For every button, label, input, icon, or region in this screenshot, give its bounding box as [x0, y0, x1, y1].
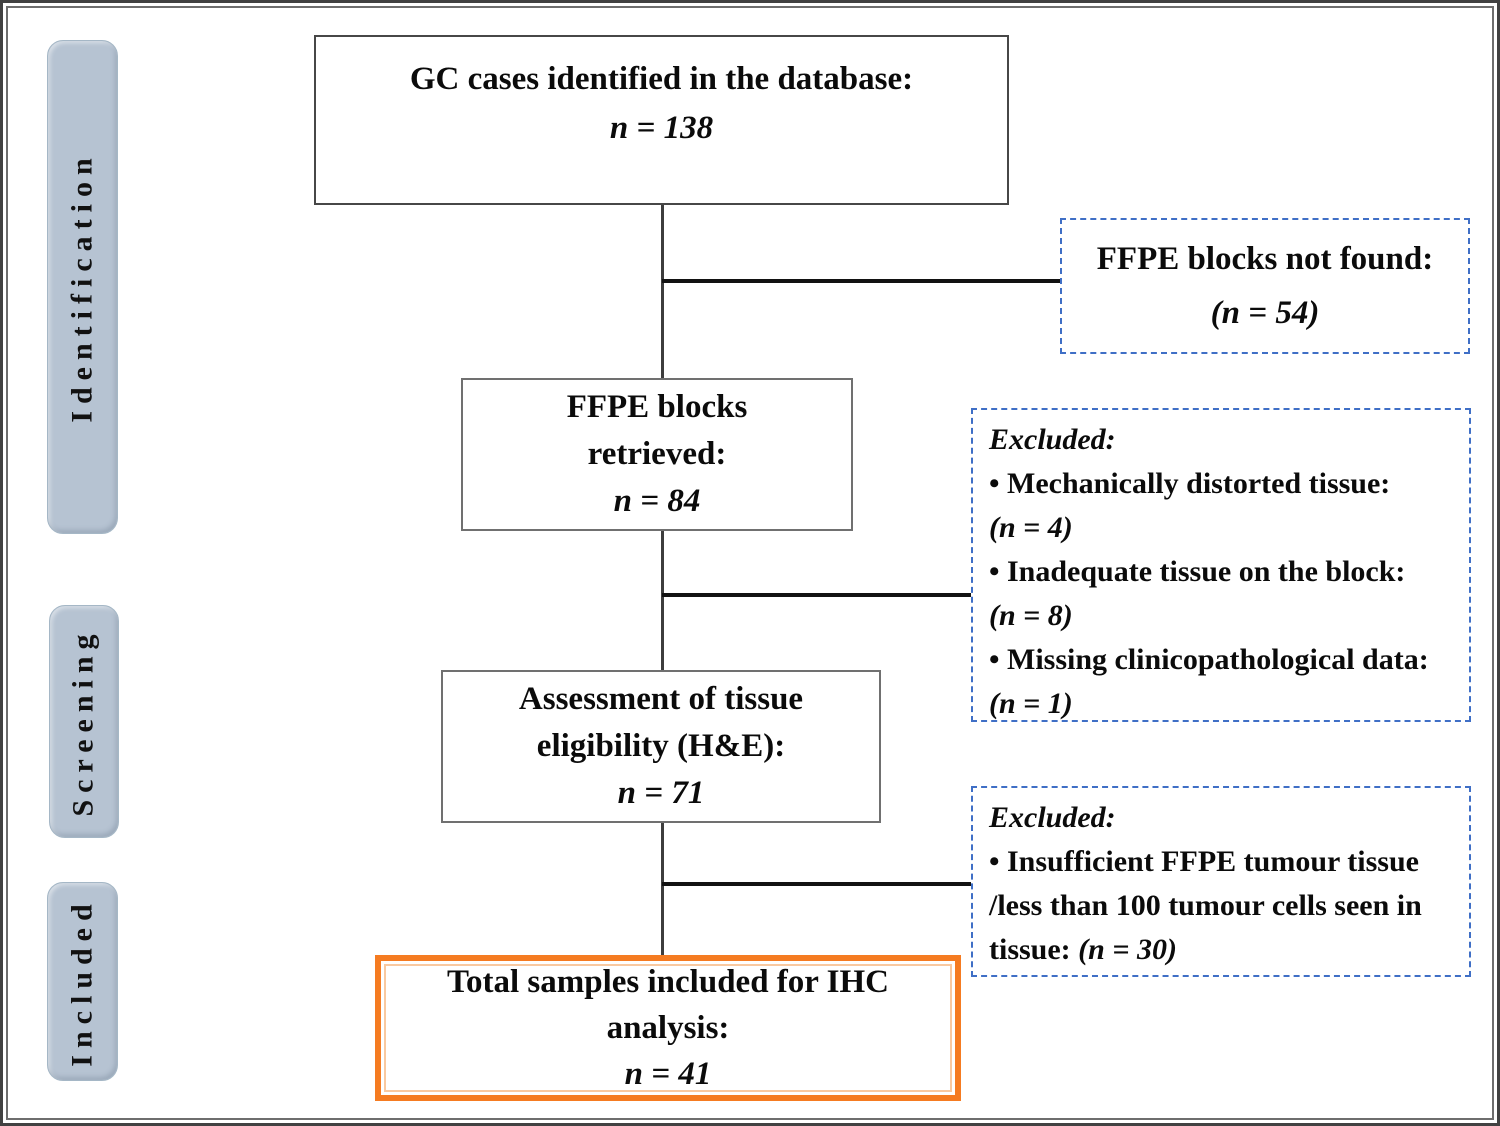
connector-horizontal-1 [662, 279, 1061, 283]
stage-pill-screening: Screening [49, 605, 119, 838]
stage-pill-included: Included [47, 882, 118, 1081]
excluded-header: Excluded: [989, 801, 1116, 834]
stage-label-screening: Screening [67, 626, 101, 817]
flow-box-title: GC cases identified in the database: [409, 61, 914, 97]
flow-box-identified: GC cases identified in the database: n =… [314, 35, 1009, 205]
exclusion-list: • Insufficient FFPE tumour tissue /less … [989, 840, 1459, 972]
connector-vertical-1 [661, 205, 664, 379]
flow-box-title: FFPE blocks retrieved: [566, 389, 748, 472]
connector-vertical-2 [661, 531, 664, 671]
exclusion-item: • Inadequate tissue on the block: (n = 8… [989, 555, 1406, 632]
side-box-excluded-2: Excluded: • Insufficient FFPE tumour tis… [971, 786, 1471, 977]
flow-box-retrieved: FFPE blocks retrieved: n = 84 [461, 378, 853, 531]
connector-vertical-3 [661, 823, 664, 956]
stage-label-identification: Identification [65, 151, 99, 423]
side-box-not-found: FFPE blocks not found: (n = 54) [1060, 218, 1470, 354]
connector-horizontal-2 [662, 593, 972, 597]
flow-box-assessment: Assessment of tissue eligibility (H&E): … [441, 670, 881, 823]
stage-label-included: Included [65, 896, 99, 1067]
excluded-header: Excluded: [989, 423, 1116, 456]
stage-pill-identification: Identification [47, 40, 118, 534]
side-box-title: FFPE blocks not found: [1096, 241, 1434, 277]
exclusion-item: • Mechanically distorted tissue: (n = 4) [989, 467, 1391, 544]
flow-box-count: n = 41 [624, 1056, 712, 1092]
flow-box-title: Total samples included for IHC analysis: [447, 964, 889, 1046]
exclusion-item: • Insufficient FFPE tumour tissue /less … [989, 845, 1422, 966]
exclusion-list: • Mechanically distorted tissue: (n = 4)… [989, 462, 1459, 726]
side-box-excluded-1: Excluded: • Mechanically distorted tissu… [971, 408, 1471, 722]
flow-box-included-total: Total samples included for IHC analysis:… [375, 955, 961, 1101]
flow-box-title: Assessment of tissue eligibility (H&E): [518, 681, 804, 764]
side-box-count: (n = 54) [1210, 295, 1320, 331]
connector-horizontal-3 [662, 882, 972, 886]
flow-box-count: n = 71 [617, 775, 705, 811]
flow-box-count: n = 138 [609, 110, 714, 146]
flow-box-count: n = 84 [613, 483, 701, 519]
exclusion-item: • Missing clinicopathological data: (n =… [989, 643, 1429, 720]
